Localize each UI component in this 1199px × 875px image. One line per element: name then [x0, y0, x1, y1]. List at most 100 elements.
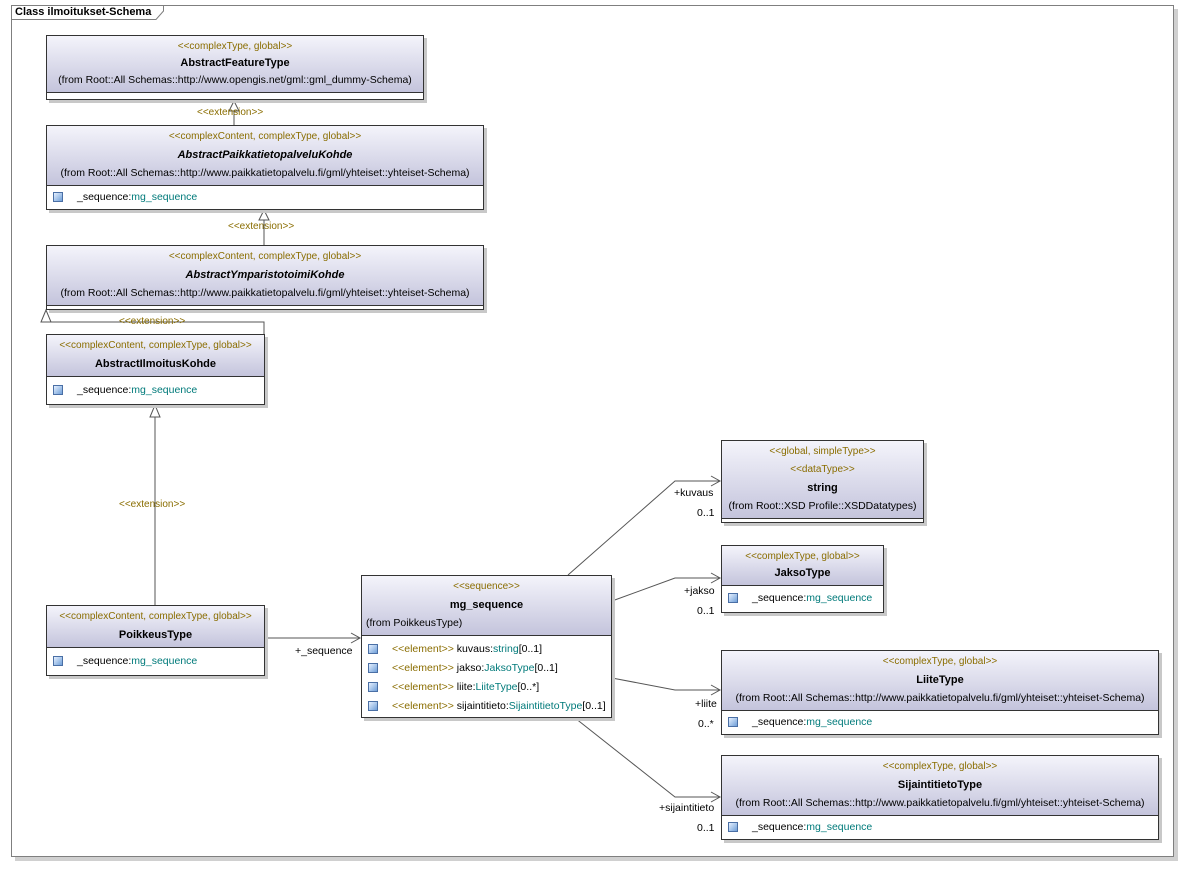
attribute-name: _sequence:	[752, 821, 807, 833]
edge-association-sijaintitieto	[574, 717, 720, 798]
class-origin: (from Root::All Schemas::http://www.paik…	[735, 797, 1145, 809]
element-row-liite[interactable]: <<element>> liite:LiiteType[0..*]	[362, 678, 611, 697]
class-origin: (from Root::All Schemas::http://www.paik…	[735, 692, 1145, 704]
class-abstract-paikkatietopalvelu-kohde[interactable]: <<complexContent, complexType, global>> …	[46, 125, 484, 210]
element-icon	[368, 644, 378, 654]
association-arrowhead	[710, 791, 722, 803]
attribute-compartment	[47, 93, 423, 99]
attribute-name: _sequence:	[77, 655, 132, 667]
frame-tab-shape	[11, 5, 164, 20]
class-poikkeus-type[interactable]: <<complexContent, complexType, global>> …	[46, 605, 265, 676]
class-name: string	[807, 482, 838, 494]
attribute-row[interactable]: _sequence:mg_sequence	[722, 713, 1158, 732]
attribute-compartment: _sequence:mg_sequence	[47, 377, 264, 400]
class-header: <<sequence>> mg_sequence (from PoikkeusT…	[362, 576, 611, 636]
class-name: AbstractYmparistotoimiKohde	[185, 269, 345, 281]
generalization-arrowhead	[228, 99, 240, 112]
class-string[interactable]: <<global, simpleType>> <<dataType>> stri…	[721, 440, 924, 523]
attribute-compartment	[47, 306, 483, 312]
class-name: LiiteType	[916, 674, 964, 686]
element-row-sijaintitieto[interactable]: <<element>> sijaintitieto:SijaintitietoT…	[362, 697, 605, 716]
attribute-row[interactable]: _sequence:mg_sequence	[47, 381, 264, 400]
multiplicity-label-sijaintitieto: 0..1	[697, 822, 715, 834]
class-stereotype: <<complexContent, complexType, global>>	[59, 611, 252, 622]
generalization-arrowhead	[258, 208, 270, 221]
element-stereotype: <<element>>	[392, 662, 454, 674]
class-mg-sequence[interactable]: <<sequence>> mg_sequence (from PoikkeusT…	[361, 575, 612, 718]
frame-title: Class ilmoitukset-Schema	[15, 6, 152, 18]
class-abstract-ilmoitus-kohde[interactable]: <<complexContent, complexType, global>> …	[46, 334, 265, 405]
class-sijaintitieto-type[interactable]: <<complexType, global>> SijaintitietoTyp…	[721, 755, 1159, 840]
attribute-name: _sequence:	[752, 716, 807, 728]
attribute-type: mg_sequence	[131, 655, 198, 667]
extension-label-ilmoitus: <<extension>>	[119, 316, 186, 327]
class-name: mg_sequence	[449, 599, 524, 611]
attribute-compartment: _sequence:mg_sequence	[722, 586, 883, 608]
element-multiplicity: [0..1]	[534, 662, 558, 674]
frame-title-tab: Class ilmoitukset-Schema	[11, 5, 164, 20]
class-header: <<complexContent, complexType, global>> …	[47, 126, 483, 186]
association-arrowhead	[710, 572, 722, 584]
attribute-type: mg_sequence	[806, 821, 873, 833]
attribute-row[interactable]: _sequence:mg_sequence	[47, 188, 483, 207]
element-name: liite:	[453, 681, 476, 693]
element-multiplicity: [0..*]	[517, 681, 540, 693]
generalization-arrowhead	[149, 403, 161, 418]
attribute-type: mg_sequence	[806, 592, 873, 604]
class-name: AbstractPaikkatietopalveluKohde	[177, 149, 353, 161]
multiplicity-label-kuvaus: 0..1	[697, 507, 715, 519]
attribute-row[interactable]: _sequence:mg_sequence	[722, 589, 883, 608]
role-label-sijaintitieto: +sijaintitieto	[659, 802, 715, 814]
attribute-compartment: _sequence:mg_sequence	[47, 648, 264, 671]
generalization-arrowhead	[40, 308, 52, 323]
class-name: JaksoType	[774, 567, 831, 579]
class-abstract-ymparistotoimi-kohde[interactable]: <<complexContent, complexType, global>> …	[46, 245, 484, 310]
class-stereotype: <<complexContent, complexType, global>>	[59, 340, 252, 351]
association-arrowhead	[350, 632, 362, 644]
attribute-row[interactable]: _sequence:mg_sequence	[47, 652, 264, 671]
association-arrowhead	[710, 475, 722, 487]
attribute-compartment: _sequence:mg_sequence	[722, 816, 1158, 837]
class-header: <<complexType, global>> SijaintitietoTyp…	[722, 756, 1158, 816]
attribute-type: mg_sequence	[131, 191, 198, 203]
extension-label-paikkatieto: <<extension>>	[197, 107, 264, 118]
element-row-jakso[interactable]: <<element>> jakso:JaksoType[0..1]	[362, 659, 611, 678]
edge-generalization-ilmoitus	[46, 321, 265, 334]
class-origin: (from Root::All Schemas::http://www.paik…	[60, 287, 470, 299]
class-header: <<complexContent, complexType, global>> …	[47, 606, 264, 648]
class-jakso-type[interactable]: <<complexType, global>> JaksoType _seque…	[721, 545, 884, 613]
class-stereotype-datatype: <<dataType>>	[790, 464, 855, 475]
class-header: <<global, simpleType>> <<dataType>> stri…	[722, 441, 923, 519]
class-stereotype: <<complexType, global>>	[882, 761, 998, 772]
element-type: string	[493, 643, 519, 655]
edge-association-jakso	[611, 577, 720, 602]
extension-label-poikkeus: <<extension>>	[119, 499, 186, 510]
class-stereotype: <<global, simpleType>>	[769, 446, 876, 457]
class-stereotype: <<complexType, global>>	[745, 551, 860, 562]
attribute-type: mg_sequence	[806, 716, 873, 728]
role-label-jakso: +jakso	[684, 585, 715, 597]
class-origin: (from PoikkeusType)	[366, 617, 463, 629]
attribute-icon	[53, 192, 63, 202]
attribute-icon	[728, 822, 738, 832]
class-stereotype: <<complexType, global>>	[177, 41, 293, 52]
attribute-icon	[53, 656, 63, 666]
element-row-kuvaus[interactable]: <<element>> kuvaus:string[0..1]	[362, 640, 611, 659]
class-header: <<complexType, global>> LiiteType (from …	[722, 651, 1158, 711]
class-liite-type[interactable]: <<complexType, global>> LiiteType (from …	[721, 650, 1159, 735]
class-abstract-feature-type[interactable]: <<complexType, global>> AbstractFeatureT…	[46, 35, 424, 100]
extension-label-ymparisto: <<extension>>	[228, 221, 295, 232]
attribute-row[interactable]: _sequence:mg_sequence	[722, 818, 1158, 837]
element-type: SijaintitietoType	[508, 700, 583, 712]
attribute-icon	[728, 593, 738, 603]
element-compartment: <<element>> kuvaus:string[0..1] <<elemen…	[362, 636, 611, 716]
element-name: jakso:	[453, 662, 485, 674]
element-type: JaksoType	[484, 662, 535, 674]
edge-association-kuvaus	[567, 480, 720, 576]
class-origin: (from Root::All Schemas::http://www.paik…	[60, 167, 470, 179]
class-origin: (from Root::XSD Profile::XSDDatatypes)	[728, 500, 917, 512]
class-header: <<complexType, global>> AbstractFeatureT…	[47, 36, 423, 93]
element-icon	[368, 682, 378, 692]
class-name: PoikkeusType	[118, 629, 193, 641]
